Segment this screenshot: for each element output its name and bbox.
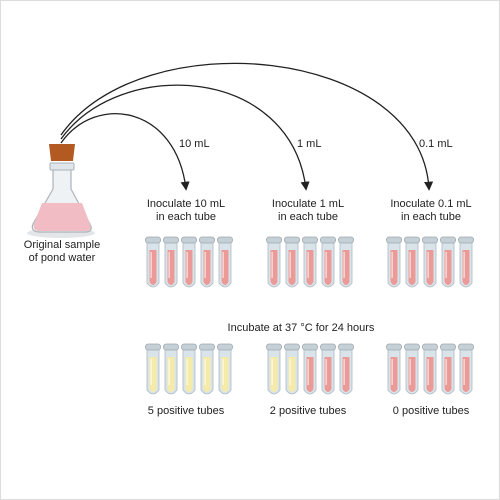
tube-positive — [217, 343, 233, 395]
tube-positive — [145, 343, 161, 395]
tube-inoculated — [266, 236, 282, 288]
instruction-01ml-line1: Inoculate 0.1 mL — [390, 198, 472, 210]
result-01ml: 0 positive tubes — [392, 405, 470, 417]
tube-positive — [181, 343, 197, 395]
incubation-label: Incubate at 37 °C for 24 hours — [227, 322, 375, 334]
tube-negative — [338, 343, 354, 395]
flask-liquid — [33, 203, 91, 231]
instruction-01ml-line2: in each tube — [401, 211, 461, 223]
result-1ml: 2 positive tubes — [269, 405, 347, 417]
instruction-10ml: Inoculate 10 mL in each tube — [131, 198, 241, 224]
tube-inoculated — [320, 236, 336, 288]
volume-label-1ml: 1 mL — [297, 138, 322, 150]
instruction-1ml: Inoculate 1 mL in each tube — [253, 198, 363, 224]
tube-positive — [266, 343, 282, 395]
cork — [49, 144, 75, 161]
instruction-1ml-line1: Inoculate 1 mL — [271, 198, 345, 210]
tube-negative — [302, 343, 318, 395]
tube-inoculated — [338, 236, 354, 288]
volume-label-01ml: 0.1 mL — [419, 138, 453, 150]
tube-negative — [404, 343, 420, 395]
tube-positive — [163, 343, 179, 395]
tube-inoculated — [145, 236, 161, 288]
tube-inoculated — [458, 236, 474, 288]
result-10ml: 5 positive tubes — [147, 405, 225, 417]
tube-negative — [320, 343, 336, 395]
tube-inoculated — [181, 236, 197, 288]
tube-inoculated — [284, 236, 300, 288]
flask-label: Original sample of pond water — [19, 239, 105, 265]
tube-inoculated — [199, 236, 215, 288]
tube-inoculated — [422, 236, 438, 288]
arrow-1ml — [60, 84, 310, 191]
tube-negative — [440, 343, 456, 395]
volume-label-10ml: 10 mL — [179, 138, 210, 150]
flask-label-line2: of pond water — [28, 252, 96, 264]
tube-inoculated — [217, 236, 233, 288]
tube-negative — [422, 343, 438, 395]
tube-negative — [458, 343, 474, 395]
tube-inoculated — [440, 236, 456, 288]
tube-negative — [386, 343, 402, 395]
tube-inoculated — [302, 236, 318, 288]
instruction-10ml-line1: Inoculate 10 mL — [146, 198, 226, 210]
arrow-01ml — [60, 62, 434, 191]
tube-inoculated — [163, 236, 179, 288]
flask-icon — [27, 144, 95, 238]
arrow-10ml — [60, 113, 190, 191]
tube-positive — [284, 343, 300, 395]
flask-label-line1: Original sample — [23, 239, 101, 251]
instruction-01ml: Inoculate 0.1 mL in each tube — [373, 198, 489, 224]
instruction-1ml-line2: in each tube — [278, 211, 338, 223]
tube-inoculated — [404, 236, 420, 288]
tube-inoculated — [386, 236, 402, 288]
tube-positive — [199, 343, 215, 395]
instruction-10ml-line2: in each tube — [156, 211, 216, 223]
